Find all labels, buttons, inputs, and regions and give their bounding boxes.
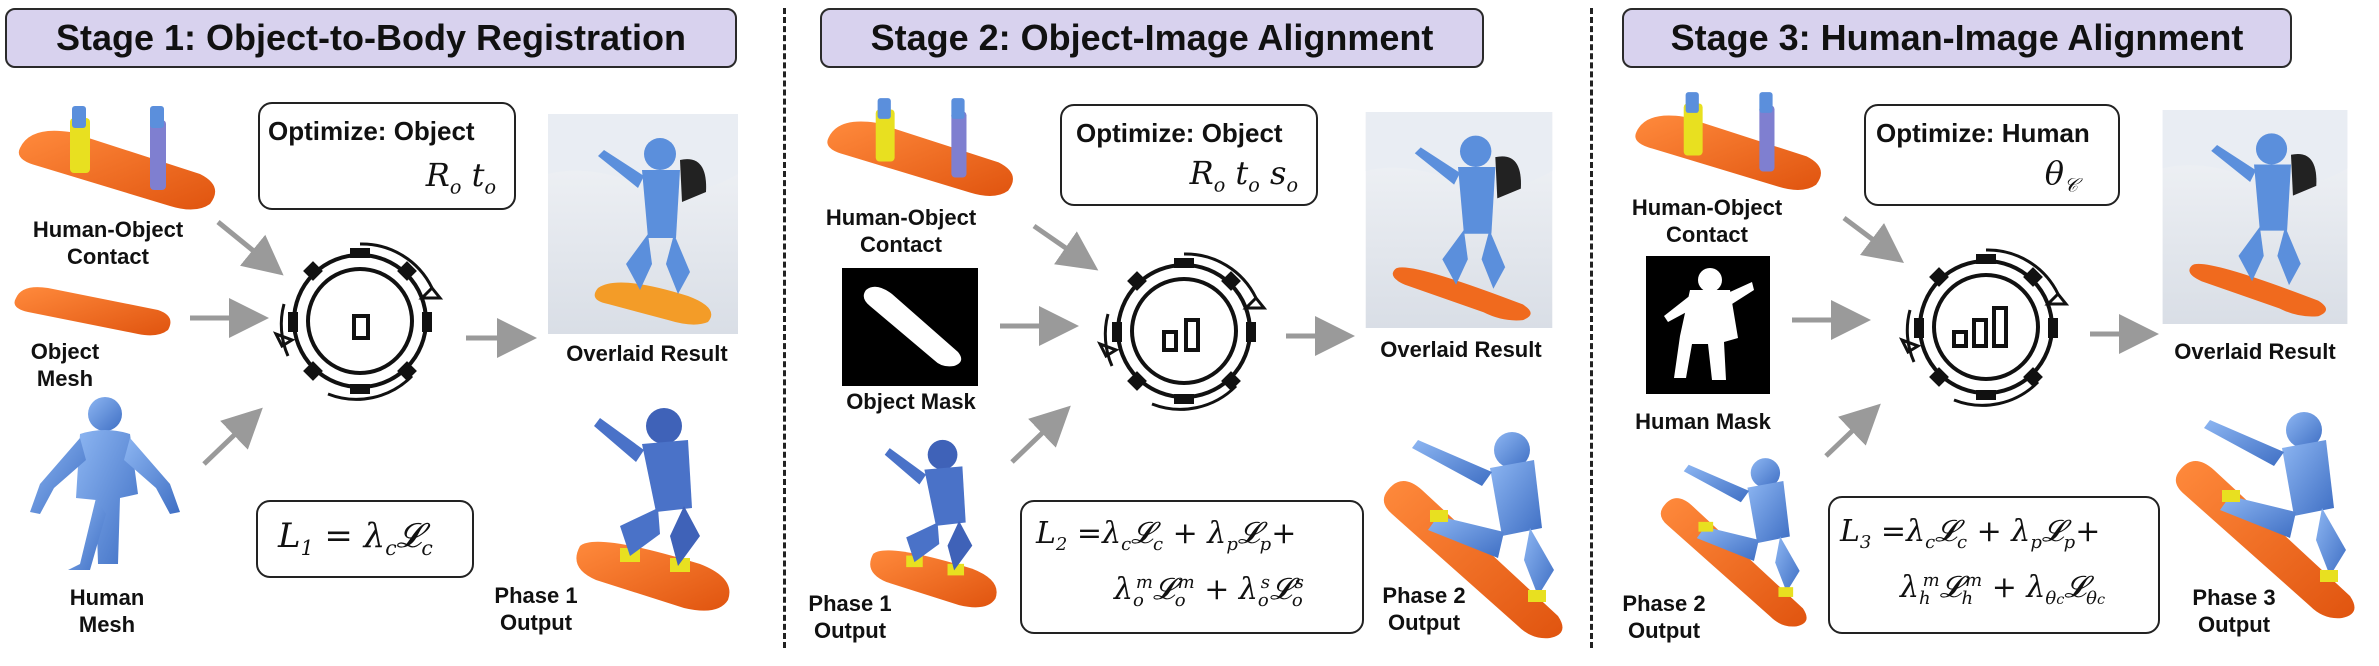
phase2-output-render <box>1383 432 1563 639</box>
stage1-object-mesh-label: Object Mesh <box>30 339 100 391</box>
human-mesh-icon <box>30 397 180 570</box>
stage3-human-mask-label: Human Mask <box>1635 409 1771 434</box>
phase1-output-render <box>576 408 730 611</box>
stage2-optimize-box: Optimize: Object Ro to so <box>1060 104 1318 206</box>
stage3-overlaid-result-label: Overlaid Result <box>2174 339 2336 364</box>
stage3-input-phase2-label: Phase 2 Output <box>1622 591 1706 643</box>
stage3-optimize-box: Optimize: Human θ𝒞 <box>1864 104 2120 206</box>
stage3-optimize-params: θ𝒞 <box>2044 154 2078 197</box>
stage3-loss-formula-line1: L3 =λc𝓛c + λp𝓛p+ <box>1840 514 2101 553</box>
stage3-loss-formula-line2: λhm𝓛hm + λθc𝓛θc <box>1900 570 2106 609</box>
optimization-gear-icon <box>1096 252 1268 411</box>
stage2-optimize-target: Object <box>1201 118 1283 148</box>
stage1-title: Stage 1: Object-to-Body Registration <box>5 8 737 68</box>
stage1-loss-box: L1 = λc𝓛c <box>256 500 474 578</box>
stage2-input-phase1-label: Phase 1 Output <box>808 591 892 643</box>
stage1-contact-label: Human-Object Contact <box>32 217 184 269</box>
stage1-output-label: Phase 1 Output <box>494 583 578 635</box>
contact-snowboard-icon <box>827 98 1013 197</box>
stage1-optimize-box: Optimize: Object Ro to <box>258 102 516 210</box>
stage3-output-label: Phase 3 Output <box>2192 585 2276 637</box>
stage2-optimize-params: Ro to so <box>1189 154 1298 197</box>
stage3-loss-box: L3 =λc𝓛c + λp𝓛p+ λhm𝓛hm + λθc𝓛θc <box>1828 496 2160 634</box>
stage2-output-label: Phase 2 Output <box>1382 583 1466 635</box>
stage2-loss-formula-line2: λom𝓛om + λos𝓛os <box>1114 572 1304 611</box>
stage2-overlaid-result-image <box>1365 112 1553 328</box>
stage3-contact-label: Human-Object Contact <box>1631 195 1783 247</box>
stage3-title: Stage 3: Human-Image Alignment <box>1622 8 2292 68</box>
object-mesh-icon <box>14 287 171 336</box>
optimization-gear-icon <box>1898 248 2070 407</box>
stage3-optimize-target: Human <box>2001 118 2090 148</box>
stage1-loss-formula: L1 = λc𝓛c <box>278 516 433 560</box>
stage1-human-mesh-label: Human Mesh <box>69 585 145 637</box>
stage2-loss-box: L2 =λc𝓛c + λp𝓛p+ λom𝓛om + λos𝓛os <box>1020 500 1364 634</box>
stage1-overlaid-result-image <box>548 114 738 334</box>
divider-2 <box>1590 8 1593 648</box>
stage2-object-mask-label: Object Mask <box>846 389 976 414</box>
stage2-contact-label: Human-Object Contact <box>825 205 977 257</box>
stage3-optimize-label: Optimize: <box>1876 118 1995 148</box>
human-mask-image <box>1646 256 1770 394</box>
stage2-loss-formula-line1: L2 =λc𝓛c + λp𝓛p+ <box>1036 516 1297 555</box>
stage2-overlaid-result-label: Overlaid Result <box>1380 337 1542 362</box>
contact-snowboard-icon <box>18 106 216 210</box>
optimization-gear-icon <box>272 242 444 401</box>
stage1-optimize-target: Object <box>393 116 475 146</box>
stage3-overlaid-result-image <box>2162 110 2348 324</box>
contact-snowboard-icon <box>1635 92 1821 191</box>
stage1-optimize-label: Optimize: <box>268 116 387 146</box>
stage2-title: Stage 2: Object-Image Alignment <box>820 8 1484 68</box>
stage1-overlaid-result-label: Overlaid Result <box>566 341 728 366</box>
stage1-optimize-params: Ro to <box>425 156 496 199</box>
object-mask-image <box>842 268 978 386</box>
phase1-output-render <box>870 439 997 608</box>
stage2-optimize-label: Optimize: <box>1076 118 1195 148</box>
divider-1 <box>783 8 786 648</box>
phase3-output-render <box>2175 412 2355 619</box>
phase2-output-render <box>1660 458 1807 627</box>
